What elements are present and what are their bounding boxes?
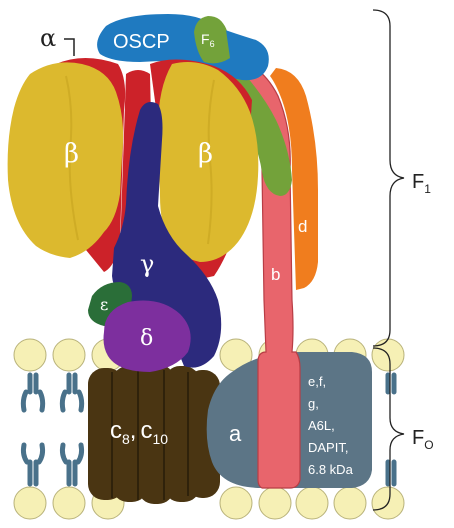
f1-brace xyxy=(373,10,404,346)
d-label: d xyxy=(298,217,307,236)
alpha-label: α xyxy=(40,24,56,52)
b-label: b xyxy=(271,265,280,284)
a-label: a xyxy=(229,421,242,446)
oscp-label: OSCP xyxy=(113,31,170,53)
alpha-pointer xyxy=(64,39,74,56)
gamma-label: γ xyxy=(140,250,154,278)
f1-label: F1 xyxy=(412,171,431,196)
beta-right-label: β xyxy=(198,139,213,169)
delta-label: δ xyxy=(140,326,153,351)
beta-left-label: β xyxy=(64,139,79,169)
epsilon-label: ε xyxy=(100,295,108,314)
fo-label: FO xyxy=(412,427,434,452)
